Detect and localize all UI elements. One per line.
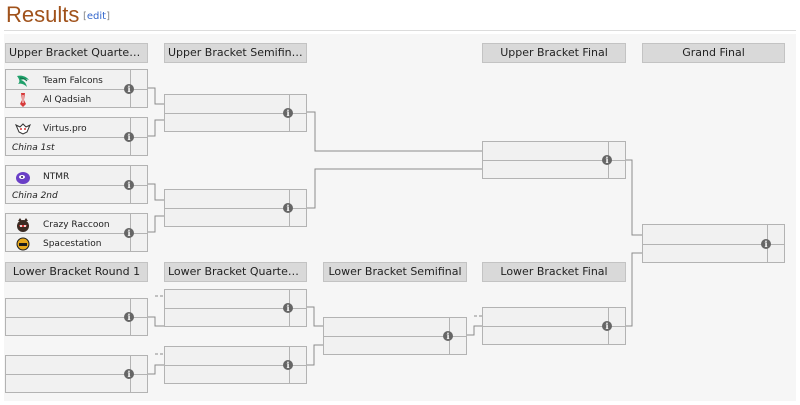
info-icon[interactable]: i (283, 203, 293, 213)
header-grand-final: Grand Final (642, 43, 785, 63)
match-lb-r1-2[interactable]: i (5, 355, 148, 393)
header-ub-semifinals: Upper Bracket Semifinals (164, 43, 307, 63)
header-ub-final: Upper Bracket Final (482, 43, 626, 63)
match-divider (6, 317, 147, 318)
info-icon[interactable]: i (283, 360, 293, 370)
team-slot-falcons[interactable]: Team Falcons (6, 70, 130, 89)
ntmr-logo-icon (16, 172, 30, 184)
page-title: Results (6, 2, 80, 27)
match-divider (6, 232, 147, 234)
header-lb-quarterfinals: Lower Bracket Quarterfinals (164, 262, 307, 282)
team-slot-ntmr[interactable]: NTMR (6, 166, 130, 185)
match-divider (165, 208, 306, 209)
team-name: Virtus.pro (43, 124, 87, 134)
team-slot-al-qadsiah[interactable]: Al Qadsiah (6, 89, 130, 108)
match-ub-sf-2[interactable]: i (164, 189, 307, 227)
edit-link-wrapper: [edit] (83, 10, 110, 24)
match-divider (483, 326, 625, 327)
match-lb-qf-1[interactable]: i (164, 289, 307, 327)
edit-bracket-close: ] (106, 11, 111, 22)
team-slot-virtus-pro[interactable]: Virtus.pro (6, 118, 130, 137)
team-slot-spacestation[interactable]: Spacestation (6, 233, 130, 252)
title-divider (4, 30, 796, 31)
info-icon[interactable]: i (283, 108, 293, 118)
match-lb-final[interactable]: i (482, 307, 626, 345)
info-icon[interactable]: i (124, 312, 134, 322)
info-icon[interactable]: i (602, 321, 612, 331)
match-divider (165, 113, 306, 114)
match-divider (6, 88, 147, 90)
info-icon[interactable]: i (761, 238, 771, 249)
match-lb-qf-2[interactable]: i (164, 346, 307, 384)
match-lb-semifinal[interactable]: i (323, 317, 467, 355)
match-divider (165, 365, 306, 366)
team-name: Crazy Raccoon (43, 220, 110, 230)
info-icon[interactable]: i (124, 179, 134, 190)
team-name: Spacestation (43, 238, 102, 249)
team-name: Team Falcons (43, 76, 103, 86)
qualifier-slot-china-1st: China 1st (6, 137, 130, 156)
qualifier-slot-china-2nd: China 2nd (6, 185, 130, 204)
match-ub-qf-1[interactable]: Team Falcons Al Qadsiah i (5, 69, 148, 108)
info-icon[interactable]: i (602, 155, 612, 165)
info-icon[interactable]: i (283, 303, 293, 313)
match-ub-sf-1[interactable]: i (164, 94, 307, 132)
match-ub-qf-2[interactable]: Virtus.pro China 1st i (5, 117, 148, 156)
team-name: NTMR (43, 172, 70, 182)
qualifier-name: China 2nd (12, 190, 58, 201)
team-name: Al Qadsiah (43, 94, 92, 105)
match-divider (165, 308, 306, 309)
match-divider (6, 184, 147, 186)
crazy-raccoon-logo-icon (17, 218, 29, 232)
header-ub-quarterfinals: Upper Bracket Quarterfinals (5, 43, 148, 63)
team-slot-crazy-raccoon[interactable]: Crazy Raccoon (6, 214, 130, 233)
match-ub-final[interactable]: i (482, 141, 626, 179)
match-divider (643, 243, 784, 245)
al-qadsiah-logo-icon (20, 92, 26, 107)
match-divider (6, 374, 147, 375)
match-ub-qf-4[interactable]: Crazy Raccoon Spacestation i (5, 213, 148, 252)
falcon-logo-icon (17, 75, 29, 87)
info-icon[interactable]: i (443, 331, 453, 341)
match-lb-r1-1[interactable]: i (5, 298, 148, 336)
info-icon[interactable]: i (124, 369, 134, 379)
spacestation-logo-icon (16, 237, 30, 250)
match-ub-qf-3[interactable]: NTMR China 2nd i (5, 165, 148, 204)
match-divider (483, 160, 625, 161)
edit-link[interactable]: edit (86, 11, 107, 22)
info-icon[interactable]: i (124, 83, 134, 94)
match-divider (6, 136, 147, 138)
info-icon[interactable]: i (124, 131, 134, 142)
edit-bracket-open: [ (83, 11, 87, 22)
match-grand-final[interactable]: i (642, 224, 785, 263)
qualifier-name: China 1st (12, 142, 55, 153)
virtus-pro-logo-icon (15, 123, 31, 135)
header-lb-semifinal: Lower Bracket Semifinal (323, 262, 467, 282)
header-lb-final: Lower Bracket Final (482, 262, 626, 282)
match-divider (324, 336, 466, 337)
header-lb-round1: Lower Bracket Round 1 (5, 262, 148, 282)
info-icon[interactable]: i (124, 227, 134, 238)
